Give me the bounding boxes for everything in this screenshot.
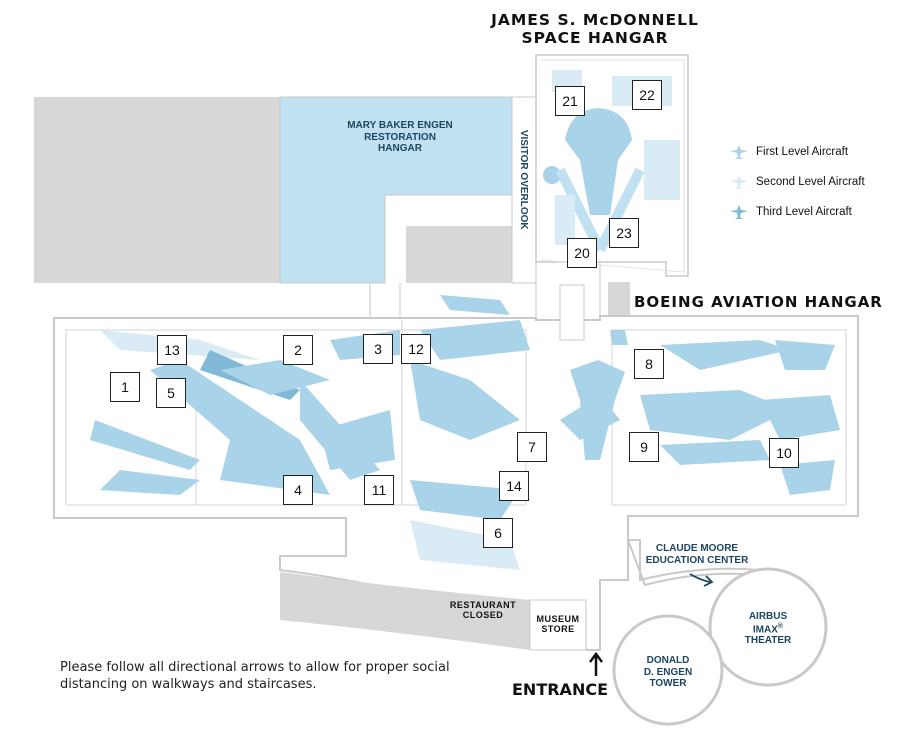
marker-23[interactable]: 23 [609,218,639,248]
marker-13[interactable]: 13 [157,335,187,365]
marker-1[interactable]: 1 [110,372,140,402]
boeing-hangar-title: BOEING AVIATION HANGAR [634,293,883,311]
gray-building-east [608,282,630,316]
engen-tower-label[interactable]: DONALD D. ENGEN TOWER [643,655,693,689]
marker-5[interactable]: 5 [156,378,186,408]
connector-corridor [369,262,601,320]
museum-store-label: MUSEUM STORE [536,614,580,635]
legend-third-level-label: Third Level Aircraft [756,206,852,218]
marker-6[interactable]: 6 [483,518,513,548]
marker-11[interactable]: 11 [364,475,394,505]
restoration-hangar-label: MARY BAKER ENGEN RESTORATION HANGAR [347,120,453,154]
restoration-hangar-area [280,97,512,283]
third-level-aircraft-icon [730,205,748,219]
entrance-label[interactable]: ENTRANCE [512,680,608,699]
legend-second-level: Second Level Aircraft [730,175,865,189]
imax-line3: THEATER [744,635,792,647]
imax-theater-circle [708,567,828,687]
marker-22[interactable]: 22 [632,80,662,110]
museum-store-area [529,599,587,651]
gray-building-center [406,226,512,283]
marker-3[interactable]: 3 [363,334,393,364]
marker-9[interactable]: 9 [629,432,659,462]
space-shuttle-shape [565,108,632,215]
marker-10[interactable]: 10 [769,438,799,468]
marker-8[interactable]: 8 [634,349,664,379]
legend-third-level: Third Level Aircraft [730,205,852,219]
second-level-aircraft-icon [730,175,748,189]
marker-20[interactable]: 20 [567,238,597,268]
education-arrow-icon [689,573,714,587]
imax-line2: IMAX [752,623,778,635]
marker-12[interactable]: 12 [401,334,431,364]
legend-first-level-label: First Level Aircraft [756,146,849,158]
distancing-note: Please follow all directional arrows to … [60,660,450,692]
aircraft-big-delta [150,360,330,495]
space-hangar-title: JAMES S. McDONNELL SPACE HANGAR [491,11,699,47]
marker-14[interactable]: 14 [499,471,529,501]
restaurant-area [280,572,530,650]
restaurant-label: RESTAURANT CLOSED [449,600,517,621]
imax-reg: ® [777,622,784,630]
legend-first-level: First Level Aircraft [730,145,848,159]
engen-tower-circle [612,614,724,726]
marker-21[interactable]: 21 [555,86,585,116]
imax-line1: AIRBUS [748,611,788,622]
imax-theater-label[interactable]: AIRBUS IMAX® THEATER [730,611,806,647]
visitor-overlook-label: VISITOR OVERLOOK [517,129,529,230]
legend-second-level-label: Second Level Aircraft [756,176,865,188]
education-center-label[interactable]: CLAUDE MOORE EDUCATION CENTER [645,543,749,566]
first-level-aircraft-icon [730,145,748,159]
gray-building-west [34,97,280,283]
marker-2[interactable]: 2 [283,335,313,365]
marker-4[interactable]: 4 [283,475,313,505]
entrance-arrow-icon [589,651,603,676]
marker-7[interactable]: 7 [517,432,547,462]
